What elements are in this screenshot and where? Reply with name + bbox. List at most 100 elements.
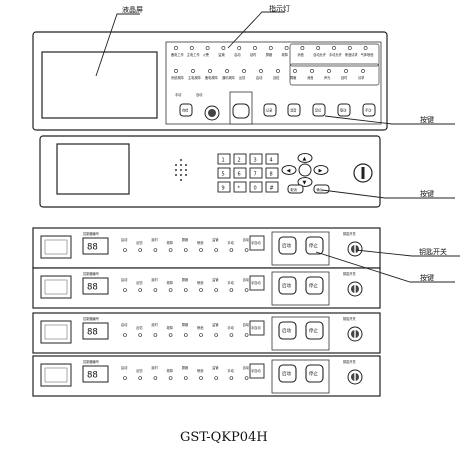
top-button[interactable] [179,103,193,117]
dpad-arrow-icon: ▲ [303,156,307,162]
module-start-button[interactable] [278,321,297,340]
top-button[interactable] [362,103,376,117]
module-status-label: 手自动 [251,368,261,373]
indicator-led [225,69,229,73]
top-button[interactable] [337,103,351,117]
keypad-key[interactable] [265,181,279,193]
module-led-label: 反馈 [136,240,143,245]
module-start-label: 启动 [282,282,291,289]
module-led [123,288,127,292]
top-button-label: 联动 [340,108,346,113]
module-led-label: 监管 [212,322,218,327]
control-module: 控制器编号88启动反馈延时故障屏蔽喷洒监管手动自动手自动启动停止钥匙开关 [32,355,381,397]
top-button-label: 手动 [365,108,371,113]
module-led-label: 反馈 [136,280,143,285]
callout-button-bottom: 按键 [420,273,434,282]
module-id-label: 控制器编号 [83,359,99,364]
module-led [184,288,188,292]
top-button[interactable] [287,103,301,117]
module-stop-button[interactable] [305,276,324,295]
segment-display [82,365,109,383]
module-stop-button[interactable] [305,321,324,340]
indicator-led [332,46,336,50]
segment-display-value: 88 [87,371,98,381]
module-led [244,333,249,337]
indicator-led [300,46,305,50]
indicator-label: 消音 [297,52,304,57]
keypad-key[interactable] [233,153,247,165]
module-led-label: 启动 [121,277,127,282]
module-start-label: 启动 [282,327,291,334]
keypad-key[interactable] [217,167,231,179]
keypad-key[interactable] [217,181,231,193]
function-key[interactable] [287,184,304,194]
module-key-label: 钥匙开关 [343,271,357,276]
module-led [138,288,142,292]
keypad-key[interactable] [249,181,263,193]
top-button[interactable] [263,103,277,117]
module-led [123,333,127,337]
module-led [138,333,142,337]
module-led [184,333,188,337]
function-key[interactable] [313,184,330,194]
indicator-label: 系统故障 [171,75,185,80]
segment-display-value: 88 [87,243,98,253]
module-led-label: 手动 [227,240,233,245]
module-led [229,288,234,292]
dpad-center-button[interactable] [298,163,312,177]
module-led-label: 延时 [151,237,158,242]
segment-display [82,322,109,340]
module-status-label: 手自动 [251,280,261,285]
indicator-label: 自动允许 [313,52,327,57]
indicator-led [268,46,273,50]
segment-display [82,237,109,255]
dpad-arrow-button[interactable] [281,165,297,175]
callout-button-mid: 按键 [420,189,434,198]
module-stop-button[interactable] [305,236,324,255]
keypad-key[interactable] [249,153,263,165]
indicator-led [276,69,280,73]
indicator-led [174,69,178,73]
callouts [95,11,460,283]
module-stop-button[interactable] [305,364,324,383]
keypad-key-label: 0 [254,186,257,192]
keypad-key[interactable] [233,181,247,193]
dpad-arrow-icon: ▶ [319,168,323,174]
indicator-label: 声光 [324,75,331,80]
callout-indicator-light: 指示灯 [269,4,290,13]
module-id-label: 控制器编号 [83,316,99,321]
module-led-label: 延时 [151,277,158,282]
module-led [153,248,158,252]
dpad-arrow-button[interactable] [297,153,313,163]
keypad-key[interactable] [249,167,263,179]
module-start-button[interactable] [278,364,297,383]
indicator-label: 请求 [358,75,365,80]
module-led-label: 屏蔽 [182,277,189,282]
dpad-arrow-button[interactable] [313,165,329,175]
module-led-label: 启动 [121,365,127,370]
module-led-label: 反馈 [136,368,143,373]
indicator-label: 主电工作 [187,52,201,57]
module-led [244,376,249,380]
dpad-arrow-button[interactable] [297,177,313,187]
indicator-led [174,46,178,50]
module-status-indicator [249,275,265,291]
module-led-label: 监管 [212,277,218,282]
module-stop-label: 停止 [309,242,318,249]
top-button[interactable] [312,103,326,117]
module-start-button[interactable] [278,236,297,255]
keypad-key[interactable] [217,153,231,165]
indicator-led [208,69,212,73]
module-led [229,333,234,337]
indicator-label: 消音 [307,75,314,80]
keypad-key[interactable] [265,167,279,179]
module-led [229,248,234,252]
module-start-button[interactable] [278,276,297,295]
module-led [153,376,158,380]
callout-button-top: 按键 [420,115,434,124]
keypad-key[interactable] [265,153,279,165]
keypad-key[interactable] [233,167,247,179]
indicator-label: 延时 [250,52,257,57]
module-led [214,248,218,252]
small-lcd-screen [56,143,130,195]
